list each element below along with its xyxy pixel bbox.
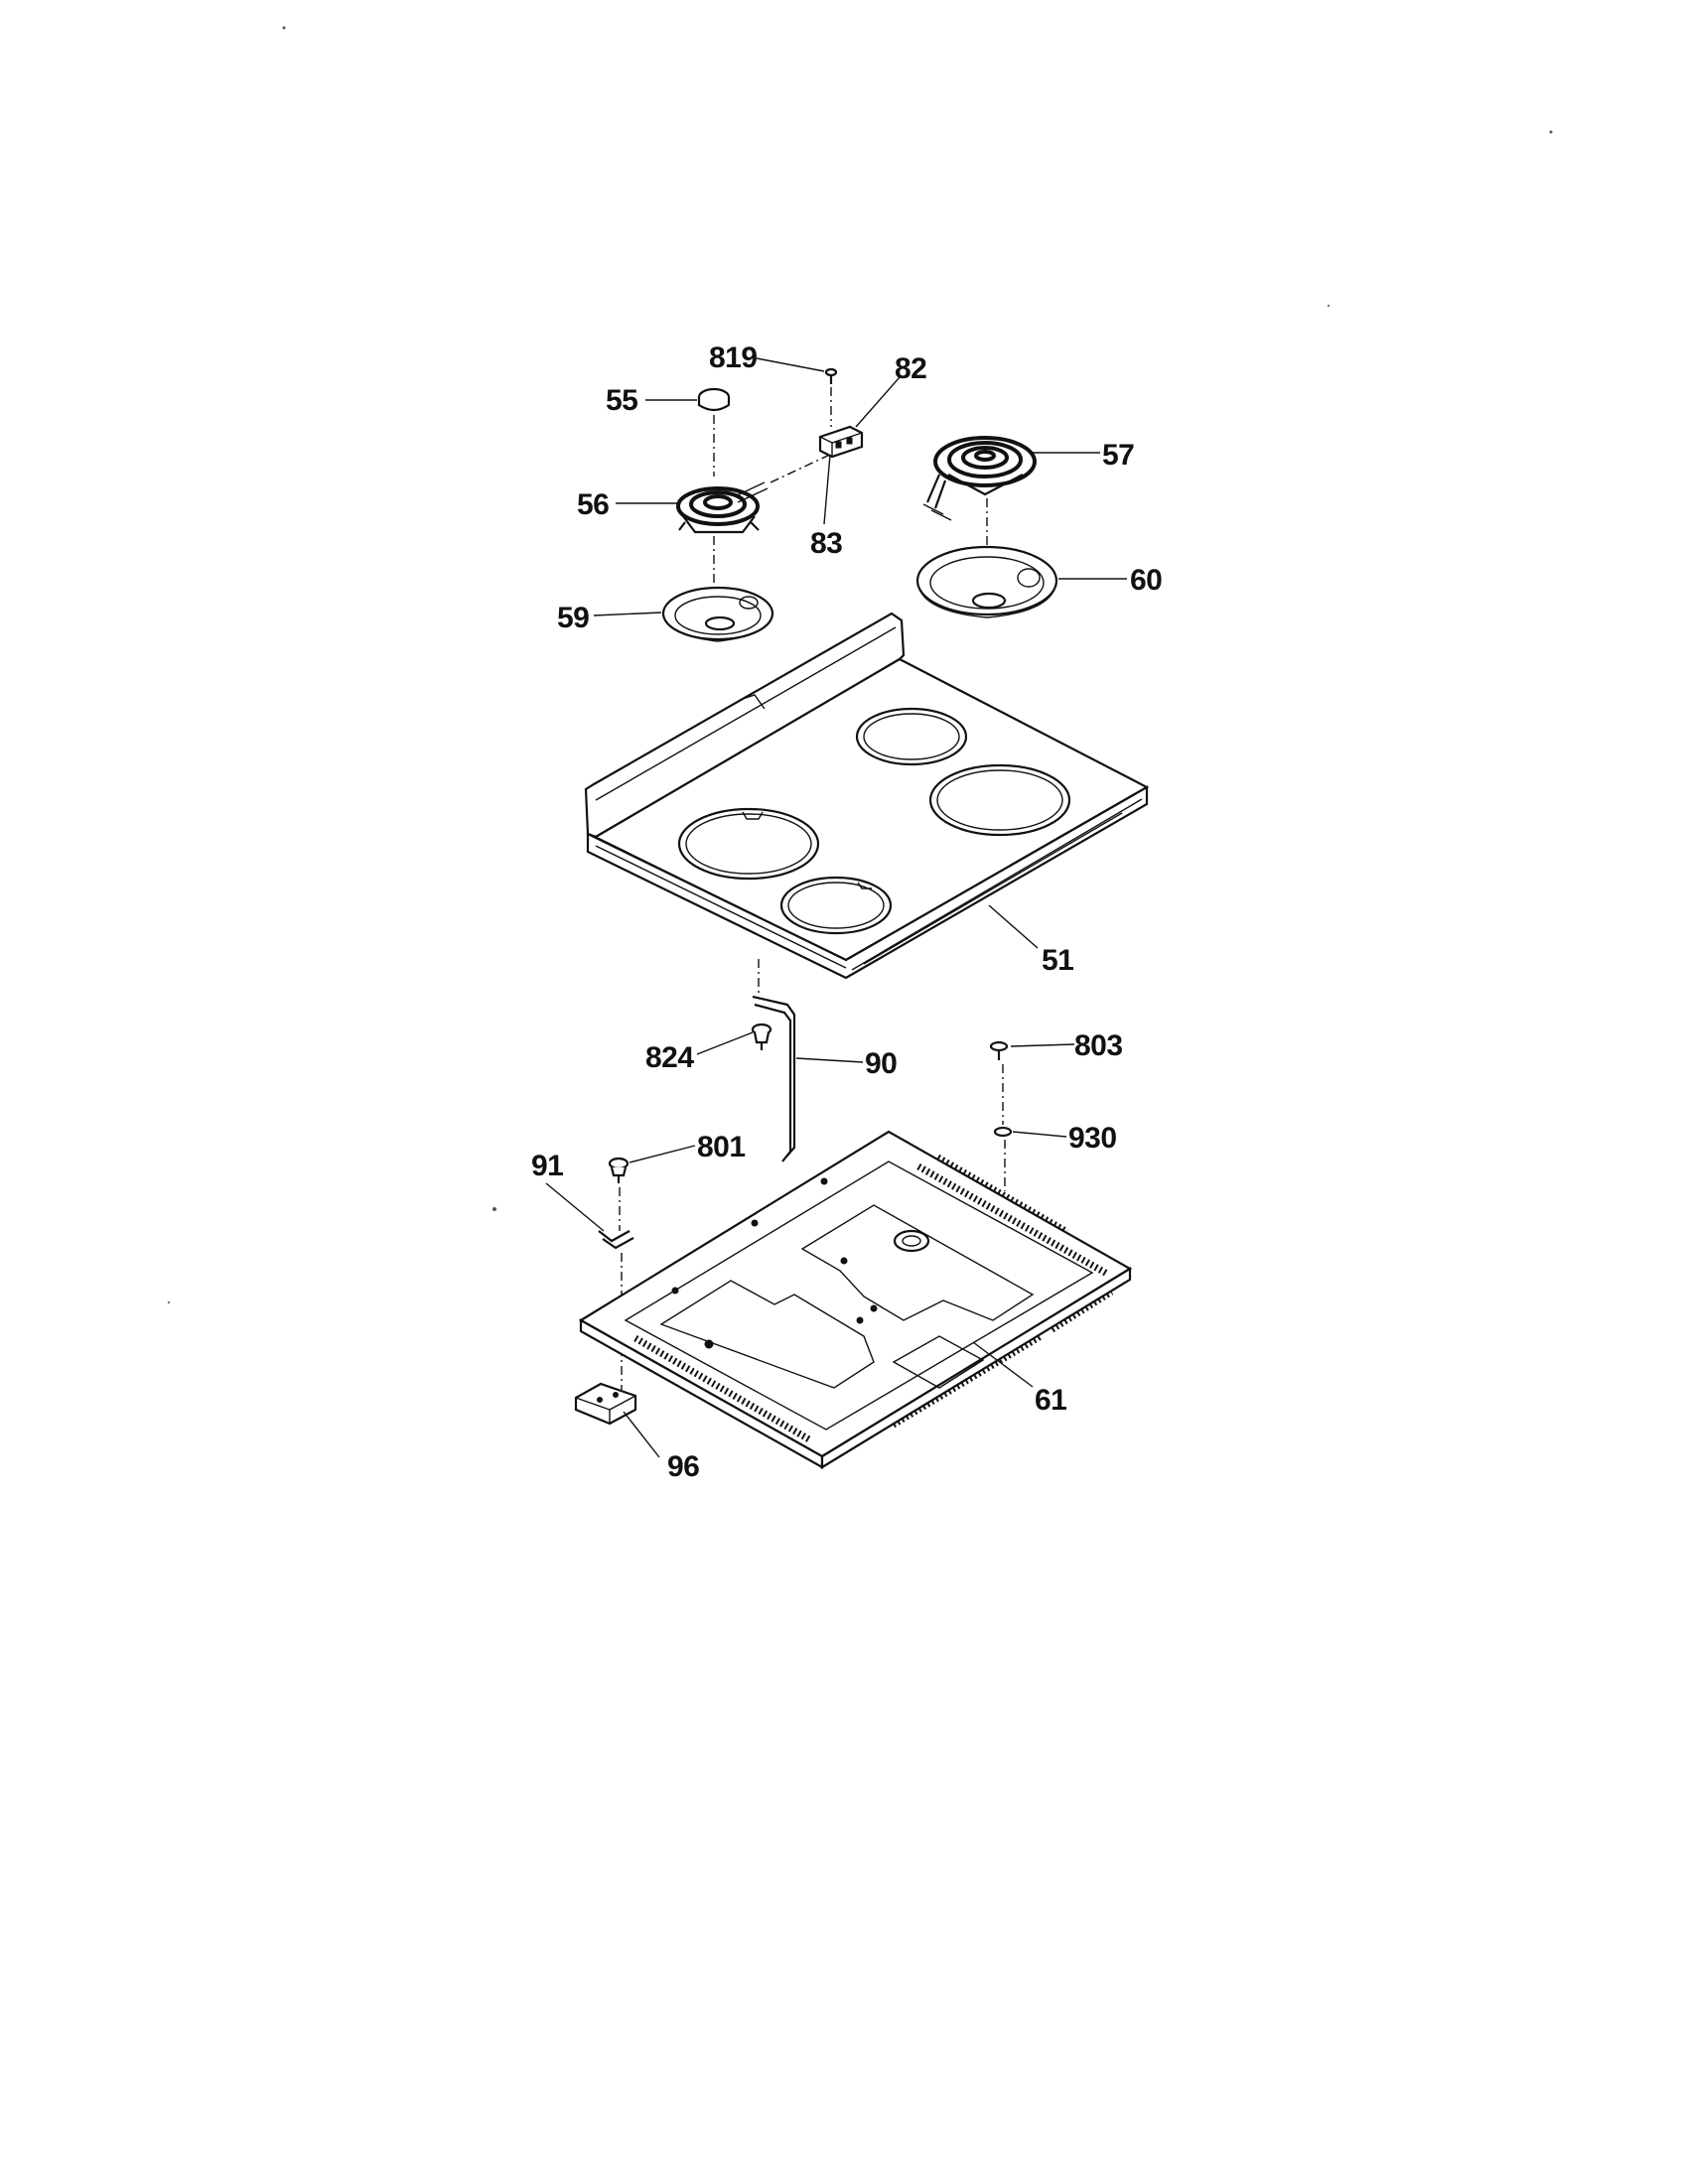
label-59: 59 [557,602,589,634]
label-82: 82 [895,352,926,385]
part-96-bracket [574,1382,637,1426]
part-819-screw [824,367,838,427]
part-57-large-surface-element [922,436,1037,576]
part-59-small-drip-pan [661,586,774,642]
part-51-cooktop [584,612,1150,980]
label-55: 55 [606,384,637,417]
part-60-large-drip-pan [915,545,1058,618]
label-801: 801 [697,1131,746,1163]
part-801-screw [608,1157,630,1231]
part-803-screw [989,1040,1009,1125]
part-824-screw [751,1023,772,1050]
label-824: 824 [645,1041,694,1074]
part-labels: 819 82 55 57 56 83 60 59 51 824 90 803 9… [531,341,1163,1483]
part-61-main-top [578,1130,1133,1469]
label-819: 819 [709,341,758,374]
leader-lines [545,357,1127,1458]
label-61: 61 [1035,1384,1066,1417]
scan-specks [167,26,1553,1304]
label-91: 91 [531,1150,563,1182]
part-55-cap [697,387,731,477]
part-91-bracket [598,1230,634,1390]
label-803: 803 [1074,1029,1123,1062]
label-60: 60 [1130,564,1162,597]
label-930: 930 [1068,1122,1117,1155]
label-90: 90 [865,1047,897,1080]
part-82-terminal-block [818,425,864,459]
label-57: 57 [1102,439,1134,472]
part-90-wire-harness [752,959,796,1162]
part-930-washer [993,1126,1013,1191]
label-96: 96 [667,1450,699,1483]
label-83: 83 [810,527,842,560]
label-51: 51 [1042,944,1073,977]
label-56: 56 [577,488,609,521]
